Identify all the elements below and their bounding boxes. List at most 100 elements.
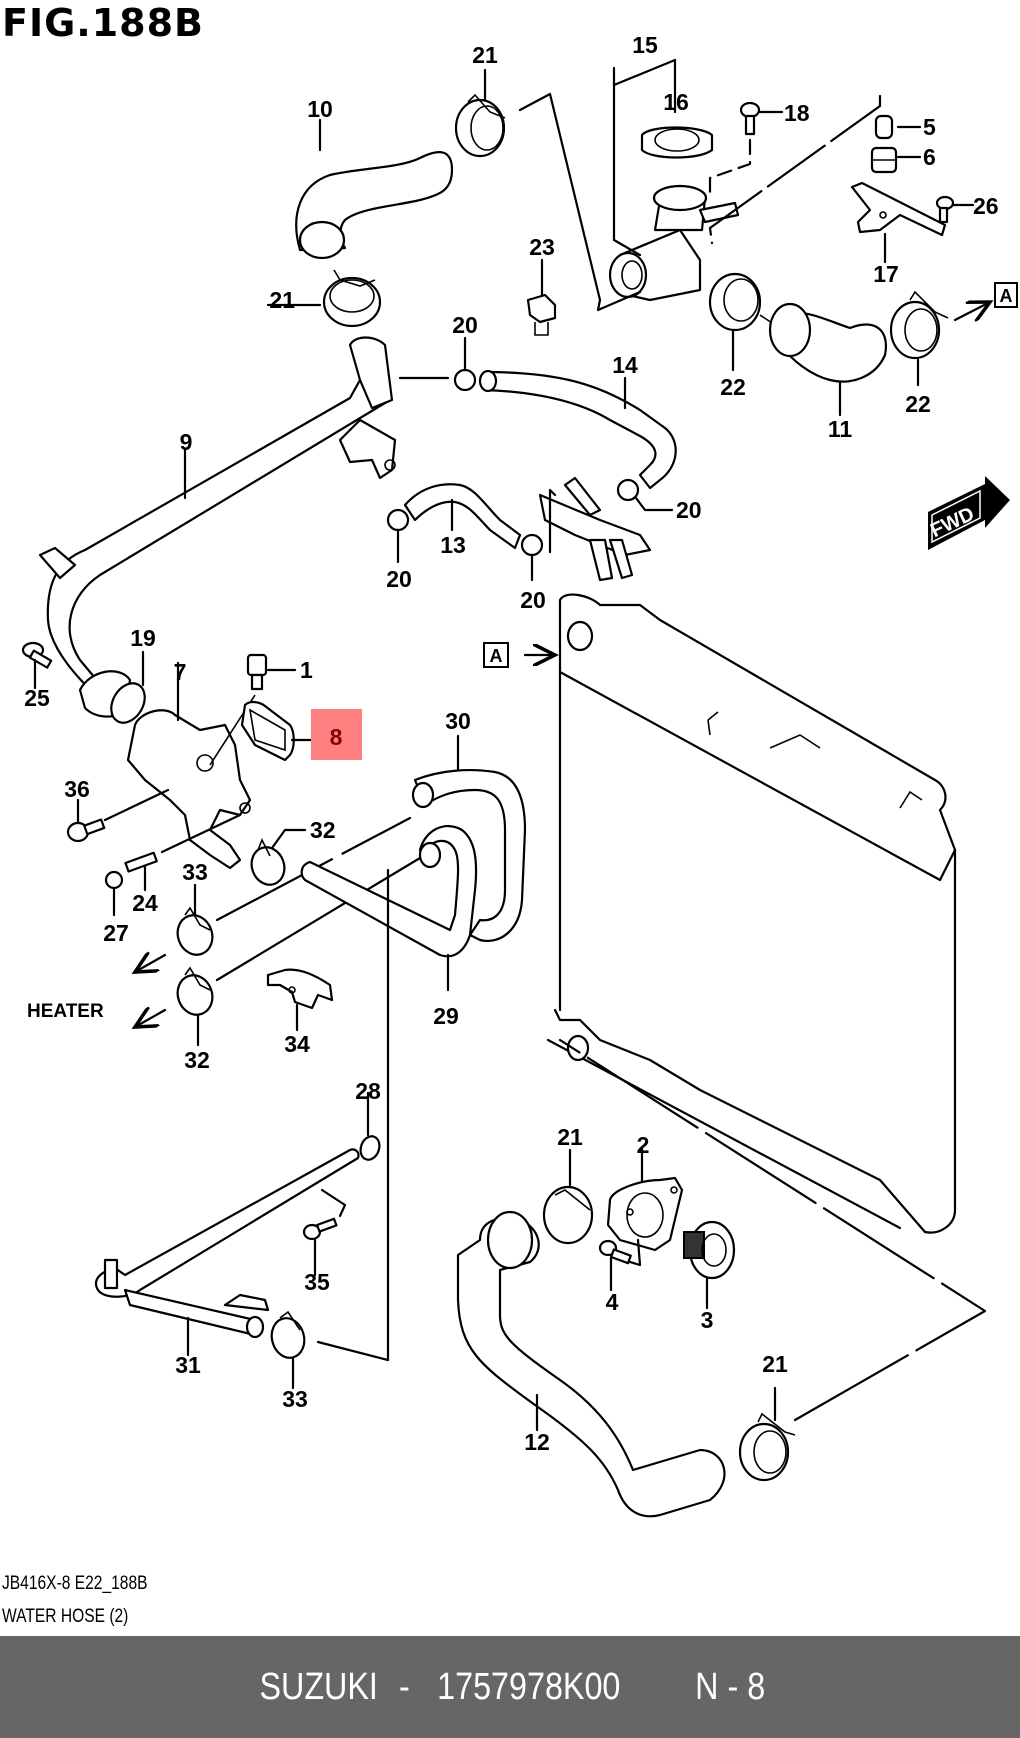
hose-clamp-32-lower[interactable] bbox=[172, 966, 218, 1020]
bolt-35[interactable] bbox=[302, 1217, 338, 1241]
grommet-6[interactable] bbox=[870, 146, 898, 174]
footer-brand: SUZUKI bbox=[259, 1665, 378, 1708]
group-line-21-lower bbox=[558, 1038, 987, 1422]
callout-32: 32 bbox=[310, 817, 336, 843]
hose-14[interactable] bbox=[478, 369, 677, 490]
cushion-5[interactable] bbox=[874, 114, 894, 140]
hose-10[interactable] bbox=[295, 151, 454, 260]
callout-25: 25 bbox=[24, 685, 50, 711]
callout-28: 28 bbox=[355, 1078, 381, 1104]
clamp-20-left[interactable] bbox=[386, 508, 410, 532]
callout-19: 19 bbox=[130, 625, 156, 651]
water-pipe-31[interactable] bbox=[94, 1148, 360, 1339]
callout-34: 34 bbox=[284, 1031, 310, 1057]
bolt-18[interactable] bbox=[739, 101, 761, 136]
callout-3: 3 bbox=[701, 1307, 714, 1333]
callout-24: 24 bbox=[132, 890, 158, 916]
hose-clamp-33-upper[interactable] bbox=[172, 906, 218, 960]
hose-clamp-22-left[interactable] bbox=[708, 272, 776, 332]
radiator-cap-seal-16[interactable] bbox=[640, 126, 714, 159]
leader-32a bbox=[270, 828, 307, 850]
group-line-20 bbox=[548, 488, 557, 554]
group-line-15b bbox=[612, 83, 642, 257]
heater-line-lower bbox=[215, 853, 427, 982]
callout-33: 33 bbox=[282, 1386, 308, 1412]
heater-pipe-junction bbox=[538, 476, 652, 582]
group-line-15c bbox=[596, 290, 642, 312]
clip-23[interactable] bbox=[526, 293, 557, 336]
bolt-4[interactable] bbox=[598, 1239, 632, 1265]
callout-10: 10 bbox=[307, 96, 333, 122]
arrow-heater-2 bbox=[135, 1010, 167, 1027]
callout-2: 2 bbox=[637, 1132, 650, 1158]
clamp-20-right[interactable] bbox=[616, 478, 640, 502]
hose-clamp-21-lower-right[interactable] bbox=[738, 1412, 796, 1482]
group-line-33 bbox=[316, 1340, 390, 1362]
callout-21: 21 bbox=[269, 287, 295, 313]
bolt-25[interactable] bbox=[21, 641, 53, 669]
o-ring-28[interactable] bbox=[357, 1134, 382, 1163]
clamp-20-top[interactable] bbox=[453, 368, 477, 392]
svg-text:A: A bbox=[490, 646, 503, 666]
clip-34[interactable] bbox=[266, 968, 334, 1010]
footer-part-number: 1757978K00 bbox=[437, 1665, 621, 1708]
callout-36: 36 bbox=[64, 776, 90, 802]
callout-20: 20 bbox=[676, 497, 702, 523]
callout-labels: 21 21 10 15 16 18 5 6 26 17 23 22 11 22 … bbox=[24, 32, 998, 1455]
hose-29[interactable] bbox=[300, 824, 478, 958]
callout-13: 13 bbox=[440, 532, 466, 558]
arrow-to-a-top bbox=[953, 302, 990, 320]
figure-title: FIG.188B bbox=[2, 1, 205, 45]
hose-clamp-33-lower[interactable] bbox=[267, 1310, 308, 1361]
svg-text:A: A bbox=[1000, 286, 1013, 306]
hose-clamp-32-upper[interactable] bbox=[246, 838, 289, 889]
thermostat-case-7[interactable] bbox=[126, 709, 252, 870]
hose-13[interactable] bbox=[403, 483, 522, 550]
leader-20b bbox=[634, 496, 674, 512]
hose-clamp-21-upper-right[interactable] bbox=[454, 93, 506, 158]
sensor-1[interactable] bbox=[246, 653, 268, 691]
callout-20: 20 bbox=[520, 587, 546, 613]
bolt-36[interactable] bbox=[66, 818, 106, 843]
hose-30[interactable] bbox=[411, 768, 527, 943]
callout-33: 33 bbox=[182, 859, 208, 885]
stud-24[interactable] bbox=[124, 851, 158, 873]
callout-23: 23 bbox=[529, 234, 555, 260]
bolt-26[interactable] bbox=[935, 195, 955, 224]
callout-11: 11 bbox=[828, 416, 853, 442]
callout-16: 16 bbox=[663, 89, 689, 115]
callout-31: 31 bbox=[175, 1352, 201, 1378]
bolt-35-line bbox=[320, 1188, 347, 1218]
callout-20: 20 bbox=[452, 312, 478, 338]
callout-27: 27 bbox=[103, 920, 129, 946]
radiator bbox=[546, 593, 957, 1234]
footer-position: N - 8 bbox=[694, 1665, 765, 1708]
callout-32: 32 bbox=[184, 1047, 210, 1073]
highlight-box[interactable] bbox=[311, 709, 362, 760]
o-ring-19[interactable] bbox=[105, 677, 152, 728]
filler-neck-15[interactable] bbox=[608, 184, 740, 302]
water-pipe-9[interactable] bbox=[38, 336, 450, 718]
hose-clamp-21-lower-left[interactable] bbox=[542, 1185, 594, 1245]
callout-14: 14 bbox=[612, 352, 638, 378]
callout-18: 18 bbox=[784, 100, 810, 126]
callout-22: 22 bbox=[905, 391, 931, 417]
hose-clamp-21-upper-left[interactable] bbox=[322, 269, 382, 328]
bracket-17[interactable] bbox=[850, 181, 947, 237]
footer-bar: SUZUKI - 1757978K00 N - 8 bbox=[0, 1636, 1020, 1738]
group-line-5-6 bbox=[708, 94, 882, 245]
thermostat-cap-2[interactable] bbox=[606, 1176, 684, 1252]
callout-9: 9 bbox=[180, 429, 193, 455]
hose-clamp-22-right[interactable] bbox=[889, 290, 949, 360]
thermostat-3[interactable] bbox=[683, 1220, 736, 1280]
ref-box-a-radiator: A bbox=[483, 642, 509, 668]
gasket-8[interactable] bbox=[240, 700, 295, 762]
heater-label: HEATER bbox=[27, 1001, 104, 1022]
hose-12[interactable] bbox=[456, 1210, 726, 1518]
callout-8-highlighted[interactable]: 8 bbox=[330, 724, 343, 750]
callout-4: 4 bbox=[606, 1289, 619, 1315]
hose-11[interactable] bbox=[768, 302, 888, 383]
nut-27[interactable] bbox=[104, 870, 124, 890]
callout-21: 21 bbox=[762, 1351, 788, 1377]
clamp-20-bottom[interactable] bbox=[520, 533, 544, 557]
